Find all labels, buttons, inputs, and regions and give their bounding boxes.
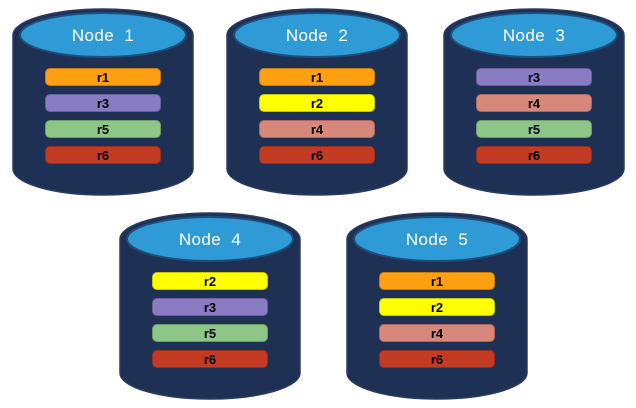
node-cylinder-3: Node 3 r3 r4 r5 r6 <box>443 8 625 196</box>
node-cylinder-1: Node 1 r1 r3 r5 r6 <box>12 8 194 196</box>
replica-bar-r2: r2 <box>152 272 268 290</box>
replica-bar-r4: r4 <box>259 120 375 138</box>
replica-label: r1 <box>310 69 324 85</box>
replica-label: r1 <box>430 273 444 289</box>
node-title: Node 5 <box>405 230 469 249</box>
replica-bar-r3: r3 <box>152 298 268 316</box>
replica-bar-r1: r1 <box>379 272 495 290</box>
replica-bar-r3: r3 <box>476 68 592 86</box>
replica-label: r3 <box>527 69 541 85</box>
cylinder-top-ellipse <box>233 12 401 58</box>
replica-bar-r2: r2 <box>379 298 495 316</box>
replica-bar-r3: r3 <box>45 94 161 112</box>
replica-list: r2 r3 r5 r6 <box>152 272 268 376</box>
replica-label: r5 <box>203 325 217 341</box>
replica-label: r5 <box>527 121 541 137</box>
replica-label: r4 <box>527 95 541 111</box>
replica-bar-r6: r6 <box>476 146 592 164</box>
replica-label: r6 <box>310 147 324 163</box>
replica-bar-r4: r4 <box>476 94 592 112</box>
replica-bar-r5: r5 <box>152 324 268 342</box>
cylinder-top-ellipse <box>353 216 521 262</box>
replica-bar-r5: r5 <box>476 120 592 138</box>
replica-list: r1 r2 r4 r6 <box>259 68 375 172</box>
replica-label: r3 <box>96 95 110 111</box>
replica-bar-r6: r6 <box>152 350 268 368</box>
node-title: Node 3 <box>502 26 566 45</box>
replica-list: r1 r3 r5 r6 <box>45 68 161 172</box>
node-title: Node 4 <box>178 230 242 249</box>
node-title: Node 1 <box>71 26 135 45</box>
replica-label: r1 <box>96 69 110 85</box>
replica-label: r2 <box>310 95 324 111</box>
replica-list: r3 r4 r5 r6 <box>476 68 592 172</box>
replica-label: r4 <box>310 121 324 137</box>
replica-label: r6 <box>96 147 110 163</box>
replica-list: r1 r2 r4 r6 <box>379 272 495 376</box>
replica-bar-r6: r6 <box>259 146 375 164</box>
replica-label: r6 <box>430 351 444 367</box>
replica-bar-r5: r5 <box>45 120 161 138</box>
replica-bar-r2: r2 <box>259 94 375 112</box>
replica-bar-r4: r4 <box>379 324 495 342</box>
node-cylinder-5: Node 5 r1 r2 r4 r6 <box>346 212 528 400</box>
replica-label: r3 <box>203 299 217 315</box>
replica-bar-r1: r1 <box>45 68 161 86</box>
cylinder-top-ellipse <box>19 12 187 58</box>
node-cylinder-2: Node 2 r1 r2 r4 r6 <box>226 8 408 196</box>
replica-label: r2 <box>430 299 444 315</box>
node-cylinder-4: Node 4 r2 r3 r5 r6 <box>119 212 301 400</box>
replica-label: r4 <box>430 325 444 341</box>
replica-bar-r1: r1 <box>259 68 375 86</box>
replica-bar-r6: r6 <box>379 350 495 368</box>
replica-label: r2 <box>203 273 217 289</box>
node-title: Node 2 <box>285 26 349 45</box>
replica-bar-r6: r6 <box>45 146 161 164</box>
replica-label: r6 <box>203 351 217 367</box>
cylinder-top-ellipse <box>450 12 618 58</box>
cylinder-top-ellipse <box>126 216 294 262</box>
replica-label: r6 <box>527 147 541 163</box>
replica-label: r5 <box>96 121 110 137</box>
